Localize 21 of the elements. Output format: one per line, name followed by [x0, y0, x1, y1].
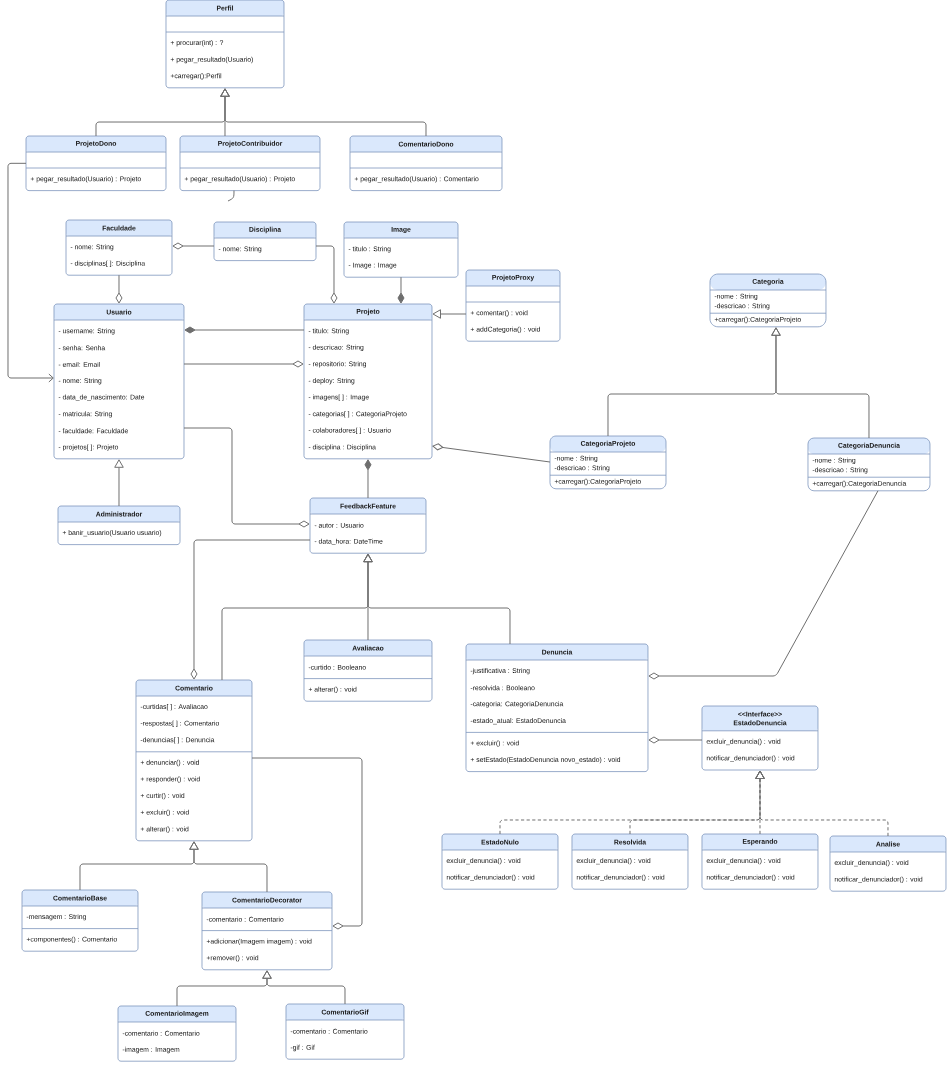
aggregation-line [432, 443, 551, 463]
aggregation-line [648, 490, 879, 680]
aggregation-line [183, 427, 310, 528]
aggregation-line [172, 242, 215, 250]
generalization-arrow [432, 309, 467, 319]
aggregation-line [648, 736, 703, 744]
aggregation-line [115, 274, 123, 304]
generalization-arrow [771, 327, 870, 439]
aggregation-line [183, 360, 304, 368]
composition-line [397, 276, 405, 304]
line-stub [227, 190, 235, 202]
association-arrow [7, 162, 54, 383]
aggregation-line [251, 757, 363, 930]
generalization-arrow [189, 841, 268, 893]
generalization-arrow [114, 459, 124, 507]
composition-line [184, 326, 305, 334]
aggregation-line [315, 245, 338, 304]
composition-line [364, 459, 372, 499]
generalization-arrow [220, 88, 427, 137]
generalization-arrow [363, 553, 511, 645]
aggregation-line [190, 539, 311, 680]
